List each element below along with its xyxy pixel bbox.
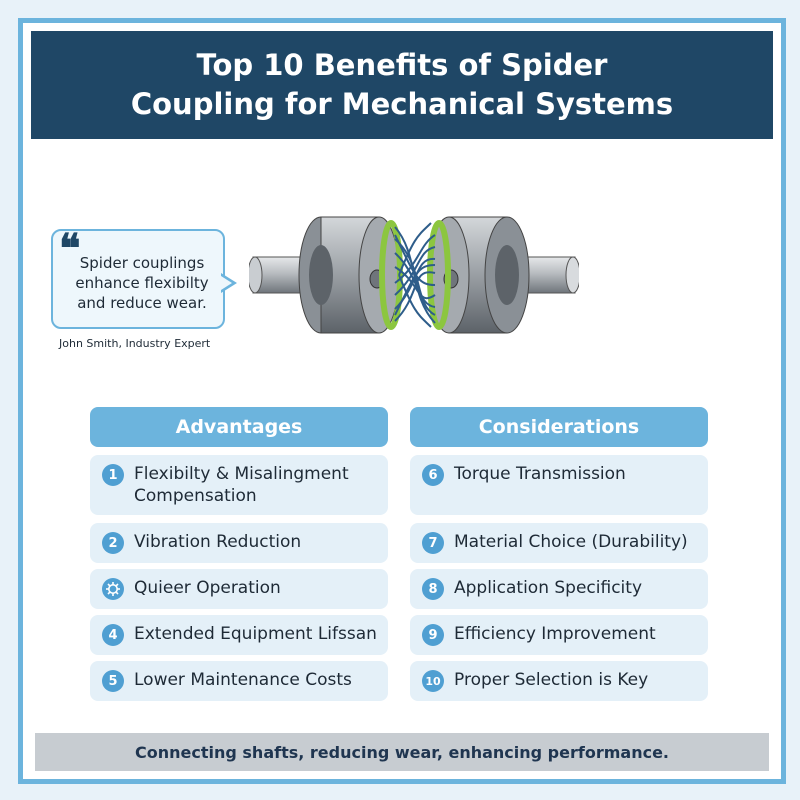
advantage-label: Quieer Operation bbox=[134, 578, 281, 598]
right-hub bbox=[428, 216, 530, 334]
quote-bubble: ❝ Spider couplings enhance flexibilty an… bbox=[51, 225, 225, 329]
number-badge: 4 bbox=[102, 624, 124, 646]
quote-text: Spider couplings enhance flexibilty and … bbox=[75, 254, 209, 312]
advantage-item-2: 2 Vibration Reduction bbox=[90, 523, 388, 563]
consideration-item-10: 10 Proper Selection is Key bbox=[410, 661, 708, 701]
quote-author: John Smith, Industry Expert bbox=[59, 337, 211, 350]
advantage-item-1: 1 Flexibilty & Misalingment Compensation bbox=[90, 455, 388, 515]
advantage-item-5: 5 Lower Maintenance Costs bbox=[90, 661, 388, 701]
advantage-item-4: 4 Extended Equipment Lifssan bbox=[90, 615, 388, 655]
number-badge: 5 bbox=[102, 670, 124, 692]
consideration-item-6: 6 Torque Transmission bbox=[410, 455, 708, 515]
advantage-label: Lower Maintenance Costs bbox=[134, 670, 352, 690]
consideration-label: Efficiency Improvement bbox=[454, 624, 656, 644]
spider-coupling-illustration bbox=[249, 216, 579, 334]
number-badge: 7 bbox=[422, 532, 444, 554]
quote-bubble-tail-fill bbox=[221, 276, 232, 290]
title-banner: Top 10 Benefits of Spider Coupling for M… bbox=[31, 31, 773, 139]
footer-tagline: Connecting shafts, reducing wear, enhanc… bbox=[35, 733, 769, 771]
gear-icon bbox=[102, 578, 124, 600]
right-spider-ring bbox=[427, 220, 451, 330]
number-badge: 8 bbox=[422, 578, 444, 600]
number-badge: 10 bbox=[422, 670, 444, 692]
advantage-item-3: Quieer Operation bbox=[90, 569, 388, 609]
considerations-heading: Considerations bbox=[410, 407, 708, 447]
consideration-item-8: 8 Application Specificity bbox=[410, 569, 708, 609]
number-badge: 6 bbox=[422, 464, 444, 486]
quote-mark-icon: ❝ bbox=[59, 225, 81, 272]
advantage-label: Vibration Reduction bbox=[134, 532, 302, 552]
number-badge: 2 bbox=[102, 532, 124, 554]
number-badge: 1 bbox=[102, 464, 124, 486]
spider-web bbox=[394, 222, 436, 328]
consideration-item-7: 7 Material Choice (Durability) bbox=[410, 523, 708, 563]
consideration-label: Torque Transmission bbox=[454, 464, 626, 484]
consideration-label: Application Specificity bbox=[454, 578, 643, 598]
consideration-label: Material Choice (Durability) bbox=[454, 532, 688, 552]
advantage-label: Extended Equipment Lifssan bbox=[134, 624, 377, 644]
advantage-label: Flexibilty & Misalingment Compensation bbox=[134, 464, 349, 506]
consideration-item-9: 9 Efficiency Improvement bbox=[410, 615, 708, 655]
consideration-label: Proper Selection is Key bbox=[454, 670, 649, 690]
advantages-heading: Advantages bbox=[90, 407, 388, 447]
number-badge: 9 bbox=[422, 624, 444, 646]
infographic-frame: Top 10 Benefits of Spider Coupling for M… bbox=[18, 18, 786, 784]
page-title: Top 10 Benefits of Spider Coupling for M… bbox=[130, 48, 674, 121]
